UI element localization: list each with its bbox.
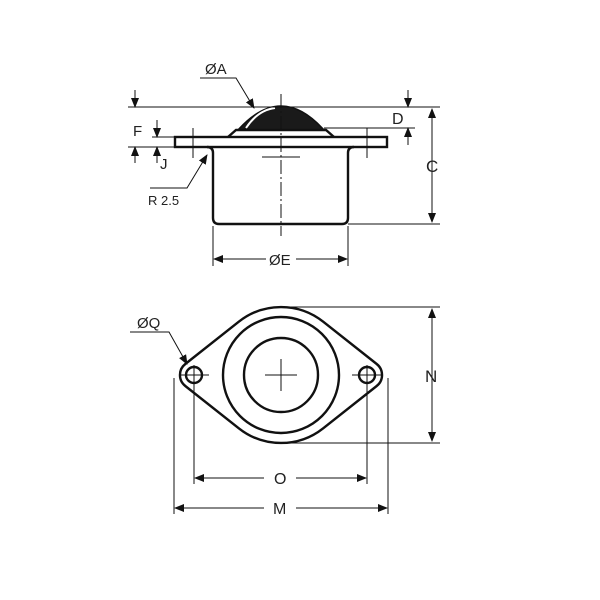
label-f: F	[133, 123, 142, 140]
cup-body	[206, 145, 355, 226]
label-e: ØE	[269, 252, 291, 269]
label-d: D	[392, 111, 404, 128]
label-r: R 2.5	[148, 193, 179, 208]
housing-circle	[221, 315, 341, 435]
ball-highlight	[245, 107, 276, 129]
label-o: O	[274, 471, 286, 488]
label-q: ØQ	[137, 315, 160, 332]
label-j: J	[160, 156, 168, 173]
top-view: ØQ N O M	[130, 305, 440, 518]
leader-r	[150, 154, 208, 189]
ball-circle	[242, 336, 320, 414]
leader-a	[200, 77, 255, 109]
label-c: C	[426, 157, 438, 176]
label-a: ØA	[205, 61, 227, 78]
label-n: N	[425, 367, 437, 386]
leader-q	[130, 331, 188, 365]
side-view: ØA C D ØE F J R 2.5	[128, 61, 440, 269]
label-m: M	[273, 501, 286, 518]
